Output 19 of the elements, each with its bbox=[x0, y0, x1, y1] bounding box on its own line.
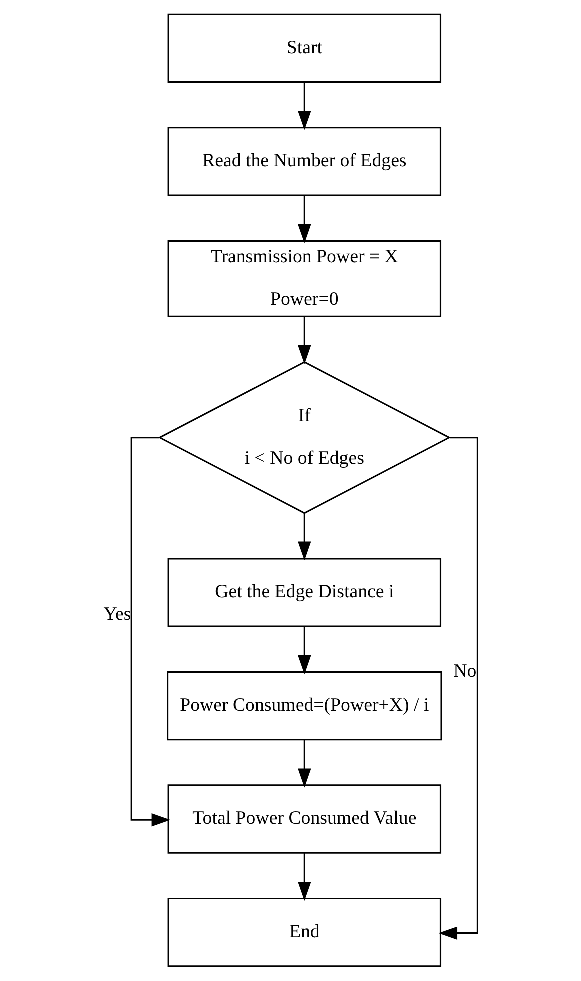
node-box: Start bbox=[168, 14, 442, 84]
node-box: Transmission Power = X Power=0 bbox=[168, 240, 442, 318]
edge-label: No bbox=[454, 660, 477, 682]
node-box: Power Consumed=(Power+X) / i bbox=[167, 671, 442, 741]
arrow bbox=[298, 82, 312, 130]
node-box: Total Power Consumed Value bbox=[168, 784, 442, 854]
arrow bbox=[298, 853, 312, 901]
arrow bbox=[298, 196, 312, 244]
node-box: End bbox=[168, 898, 442, 968]
arrow bbox=[298, 740, 312, 788]
arrow bbox=[438, 437, 478, 940]
node-box: Get the Edge Distance i bbox=[168, 558, 442, 628]
node-box: Read the Number of Edges bbox=[168, 127, 442, 196]
arrow bbox=[130, 437, 171, 827]
node-diamond: If i < No of Edges bbox=[158, 361, 452, 514]
edge-label: Yes bbox=[104, 604, 132, 626]
arrow bbox=[298, 316, 312, 364]
arrow bbox=[298, 626, 312, 674]
arrow bbox=[298, 513, 312, 561]
